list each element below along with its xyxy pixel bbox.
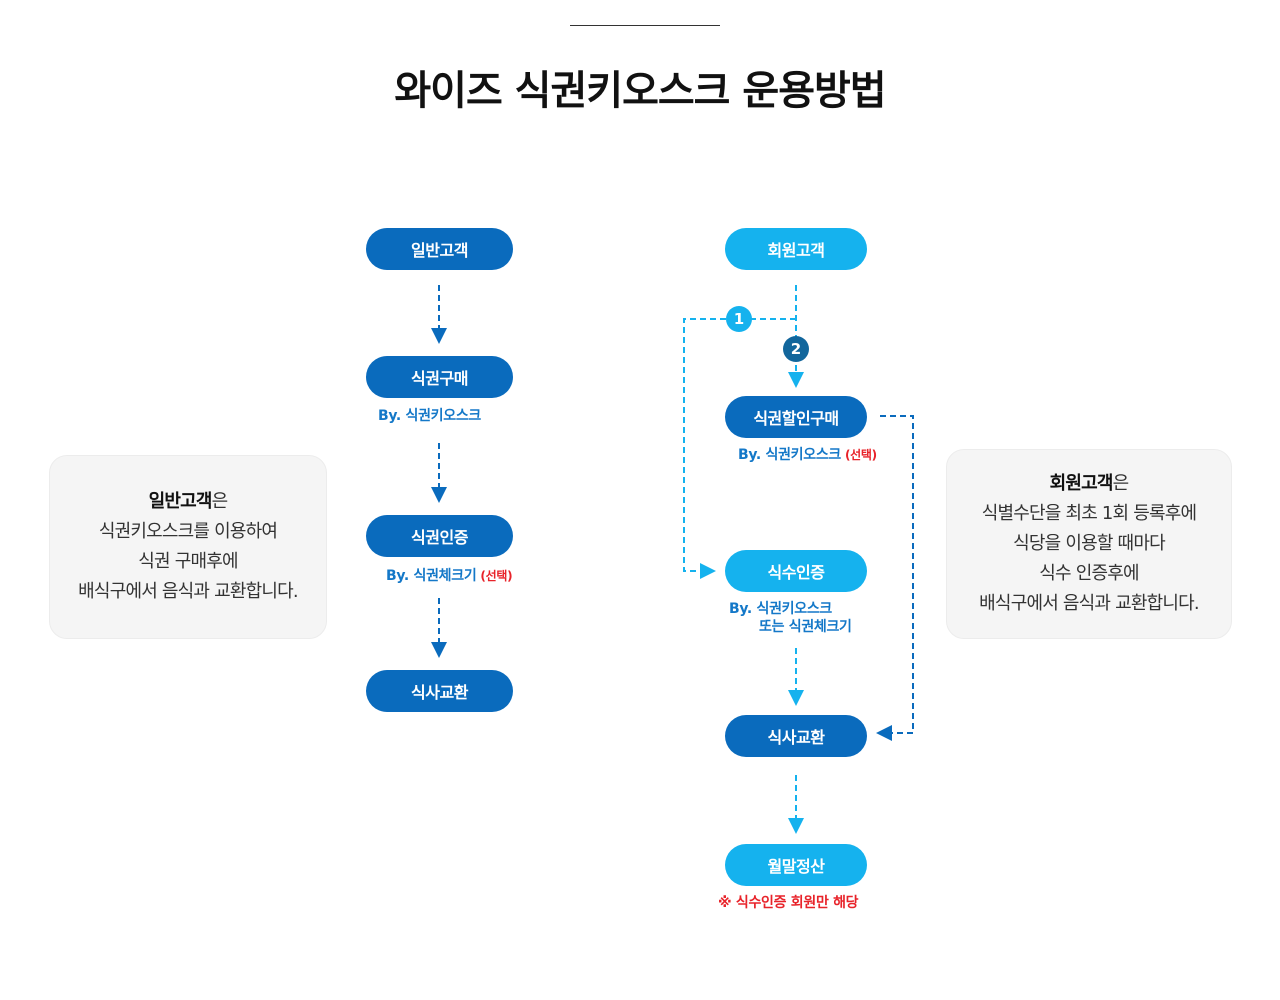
member-info-line2: 식별수단을 최초 1회 등록후에 — [981, 503, 1197, 524]
path-two-badge: 2 — [783, 336, 809, 362]
general-info-bold: 일반고객 — [148, 491, 213, 512]
arrow-discount-to-exchange — [876, 415, 914, 741]
member-auth-node: 식수인증 — [725, 550, 867, 592]
member-discount-by-text: By. 식권키오스크 — [738, 447, 841, 463]
member-info-line3: 식당을 이용할 때마다 — [1013, 533, 1165, 554]
general-purchase-node: 식권구매 — [366, 356, 513, 398]
general-auth-by-text: By. 식권체크기 — [386, 568, 477, 584]
member-info-line4: 식수 인증후에 — [1039, 563, 1139, 584]
general-info-line4: 배식구에서 음식과 교환합니다. — [78, 581, 298, 602]
general-info-line2: 식권키오스크를 이용하여 — [98, 521, 278, 542]
member-settle-note: ※ 식수인증 회원만 해당 — [718, 895, 859, 911]
member-auth-by-line2: 또는 식권체크기 — [759, 619, 852, 635]
member-info-line5: 배식구에서 음식과 교환합니다. — [979, 593, 1199, 614]
member-info-suffix: 은 — [1112, 473, 1130, 494]
member-info-line1: 회원고객은 — [947, 469, 1231, 499]
member-discount-by: By. 식권키오스크(선택) — [738, 445, 877, 465]
general-info-line3: 식권 구매후에 — [138, 551, 238, 572]
general-info-line1: 일반고객은 — [50, 487, 326, 517]
general-auth-node: 식권인증 — [366, 515, 513, 557]
member-info-bold: 회원고객 — [1049, 473, 1114, 494]
general-auth-option: (선택) — [480, 569, 513, 583]
member-auth-by-line1: By. 식권키오스크 — [729, 601, 832, 617]
member-exchange-node: 식사교환 — [725, 715, 867, 757]
member-info-box: 회원고객은 식별수단을 최초 1회 등록후에 식당을 이용할 때마다 식수 인증… — [946, 449, 1232, 639]
general-auth-by: By. 식권체크기(선택) — [386, 566, 513, 586]
member-settle-node: 월말정산 — [725, 844, 867, 886]
general-info-box: 일반고객은 식권키오스크를 이용하여 식권 구매후에 배식구에서 음식과 교환합… — [49, 455, 327, 639]
general-start-node: 일반고객 — [366, 228, 513, 270]
general-exchange-node: 식사교환 — [366, 670, 513, 712]
member-discount-option: (선택) — [844, 448, 877, 462]
general-info-suffix: 은 — [211, 491, 229, 512]
top-divider — [570, 25, 720, 26]
member-discount-node: 식권할인구매 — [725, 396, 867, 438]
page-title: 와이즈 식권키오스크 운용방법 — [394, 68, 886, 114]
member-start-node: 회원고객 — [725, 228, 867, 270]
general-purchase-by: By. 식권키오스크 — [378, 408, 481, 424]
path-one-badge: 1 — [726, 306, 752, 332]
